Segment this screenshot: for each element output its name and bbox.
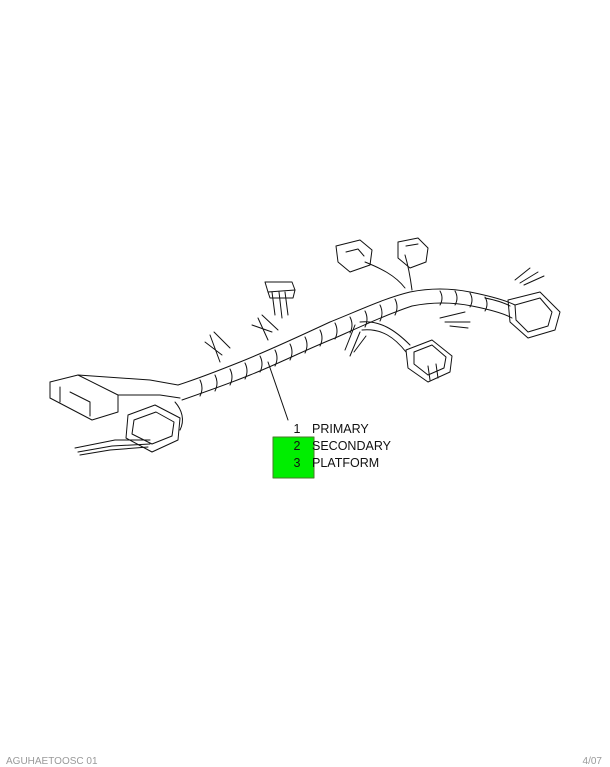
- callout-label: SECONDARY: [312, 439, 391, 453]
- callout-item-1: 1 PRIMARY: [288, 422, 369, 436]
- footer-date: 4/07: [582, 756, 602, 767]
- callout-item-3: 3 PLATFORM: [288, 456, 380, 470]
- callout-number: 1: [293, 422, 301, 436]
- callout-item-2: 2 SECONDARY: [288, 439, 391, 453]
- callout-label: PRIMARY: [312, 422, 369, 436]
- wire-stubs: [204, 267, 545, 363]
- left-bracket-connector: [49, 374, 181, 421]
- far-right-connector: [484, 291, 561, 339]
- callout-leader-line: [267, 361, 289, 421]
- highlight-box: [272, 436, 315, 479]
- callout-label: PLATFORM: [312, 456, 380, 470]
- callout-number: 2: [293, 439, 301, 453]
- top-connector: [264, 281, 296, 319]
- right-branch-connector: [359, 321, 453, 383]
- harness-trunk: [177, 288, 516, 401]
- top-right-connectors: [335, 237, 429, 291]
- callout-number: 3: [293, 456, 301, 470]
- lower-left-connector: [74, 401, 183, 456]
- footer-code: AGUHAETOOSC 01: [6, 756, 98, 767]
